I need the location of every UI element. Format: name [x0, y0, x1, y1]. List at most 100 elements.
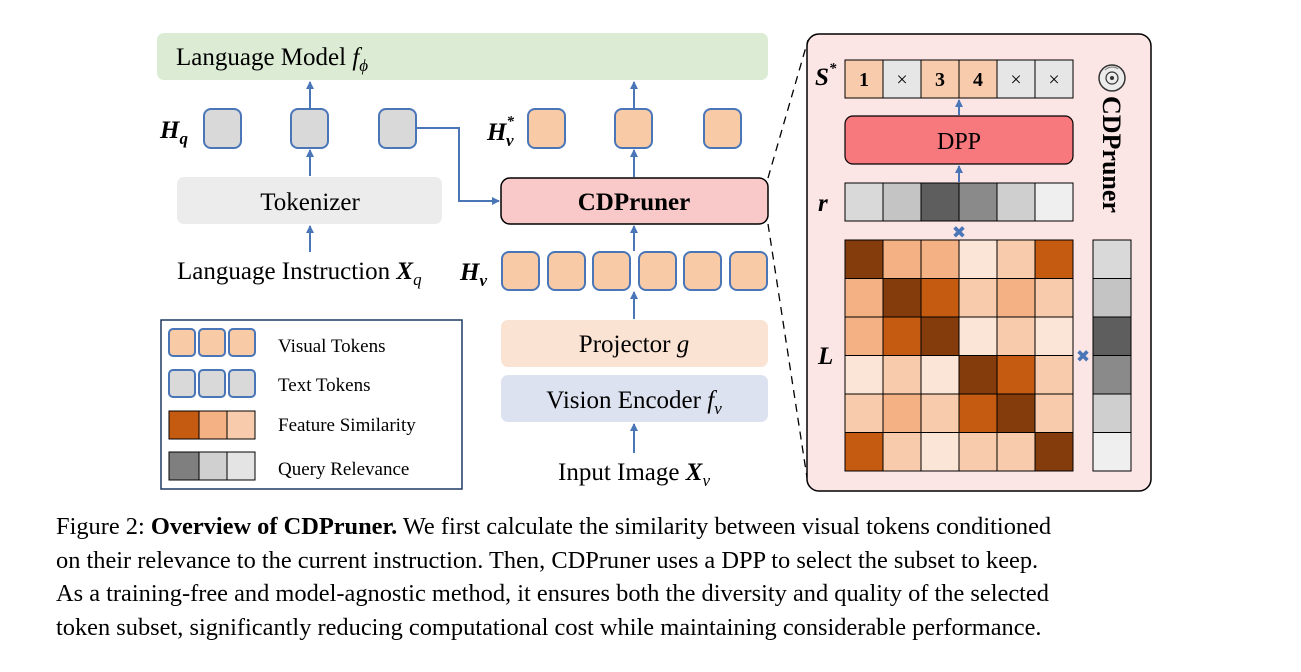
caption-line: Figure 2: Overview of CDPruner. We first… — [56, 510, 1256, 544]
legend-visual-tokens-swatch — [168, 328, 256, 357]
visual-token — [501, 251, 540, 291]
legend-text-tokens-label: Text Tokens — [278, 375, 371, 396]
dpp-label: DPP — [937, 129, 981, 155]
similarity-cell — [1034, 278, 1074, 318]
multiply-icon: ✖ — [952, 223, 966, 243]
similarity-cell — [996, 355, 1036, 395]
similarity-cell — [996, 393, 1036, 433]
caption-prefix: Figure 2: — [56, 513, 151, 540]
legend-feature-similarity-label: Feature Similarity — [278, 415, 416, 436]
cdpruner-diagram: Language Model fϕ Hq Tokenizer Language … — [157, 33, 1152, 492]
relevance-column-cell — [1092, 278, 1132, 318]
visual-token — [683, 251, 722, 291]
language-instruction-label: Language Instruction Xq — [177, 258, 422, 289]
h-v-star-label: H*v — [486, 114, 514, 150]
vision-encoder-box: Vision Encoder fv — [501, 375, 768, 422]
similarity-cell — [1034, 239, 1074, 279]
legend-feature-similarity-swatch — [168, 410, 256, 440]
visual-token — [614, 108, 653, 149]
relevance-cell — [1034, 182, 1074, 222]
similarity-cell — [882, 432, 922, 472]
relevance-column — [1092, 239, 1132, 472]
similarity-cell — [844, 278, 884, 318]
legend: Visual Tokens Text Tokens Feature Simila… — [160, 319, 463, 490]
tokenizer-box: Tokenizer — [177, 177, 442, 224]
language-model-symbol: f — [352, 44, 362, 71]
text-token-row — [203, 108, 417, 149]
visual-token-row — [501, 251, 768, 291]
visual-token — [729, 251, 768, 291]
similarity-cell — [844, 393, 884, 433]
selection-cell — [996, 59, 1036, 99]
h-v-label: Hv — [459, 259, 487, 290]
similarity-cell — [920, 432, 960, 472]
relevance-row — [844, 182, 1074, 222]
similarity-cell — [920, 355, 960, 395]
h-q-label: Hq — [159, 117, 188, 148]
r-label: r — [818, 190, 828, 217]
selection-cell — [882, 59, 922, 99]
selection-cell — [844, 59, 884, 99]
selection-cell-text: 3 — [935, 69, 945, 91]
caption-line: As a training-free and model-agnostic me… — [56, 580, 1049, 607]
disc-icon — [1098, 64, 1126, 92]
caption-title: Overview of CDPruner. — [150, 513, 398, 540]
s-star-label: S* — [815, 61, 837, 91]
similarity-cell — [1034, 355, 1074, 395]
relevance-cell — [882, 182, 922, 222]
similarity-cell — [996, 432, 1036, 472]
selection-row: 1 × 3 4 × × — [844, 59, 1074, 99]
text-token — [290, 108, 329, 149]
svg-text:Language Model fϕ: Language Model fϕ — [176, 44, 368, 75]
language-model-label: Language Model — [176, 44, 346, 71]
dpp-box: DPP — [844, 115, 1074, 165]
relevance-column-cell — [1092, 355, 1132, 395]
selection-cell — [920, 59, 960, 99]
selection-cell-text: × — [896, 69, 907, 91]
similarity-cell — [882, 278, 922, 318]
selection-cell — [1034, 59, 1074, 99]
similarity-cell — [844, 316, 884, 356]
cdpruner-box: CDPruner — [500, 177, 769, 225]
similarity-cell — [958, 432, 998, 472]
selection-cell — [958, 59, 998, 99]
caption-text: We first calculate the similarity betwee… — [397, 513, 1052, 540]
cdpruner-detail-panel: S* 1 × 3 4 × × CDPruner DPP — [806, 33, 1152, 492]
similarity-cell — [996, 316, 1036, 356]
relevance-cell — [844, 182, 884, 222]
relevance-cell — [958, 182, 998, 222]
relevance-cell — [920, 182, 960, 222]
similarity-cell — [920, 278, 960, 318]
projector-box: Projector g — [501, 320, 768, 367]
similarity-cell — [958, 355, 998, 395]
vision-encoder-label: Vision Encoder fv — [546, 387, 722, 418]
similarity-cell — [882, 355, 922, 395]
similarity-matrix — [844, 239, 1074, 472]
panel-title: CDPruner — [1097, 96, 1126, 213]
similarity-cell — [1034, 393, 1074, 433]
l-label: L — [817, 343, 833, 370]
similarity-cell — [844, 355, 884, 395]
similarity-cell — [882, 239, 922, 279]
figure-caption: Figure 2: Overview of CDPruner. We first… — [56, 510, 1256, 644]
relevance-column-cell — [1092, 239, 1132, 279]
multiply-icon: ✖ — [1076, 347, 1090, 367]
visual-token — [703, 108, 742, 149]
similarity-cell — [996, 278, 1036, 318]
visual-token — [638, 251, 677, 291]
zoom-lines — [767, 39, 809, 485]
similarity-cell — [882, 316, 922, 356]
text-token — [378, 108, 417, 149]
selection-cell-text: 1 — [859, 69, 869, 91]
similarity-cell — [920, 316, 960, 356]
similarity-cell — [1034, 316, 1074, 356]
language-model-subscript: ϕ — [359, 56, 368, 75]
projector-label: Projector g — [579, 331, 689, 358]
similarity-cell — [920, 393, 960, 433]
similarity-cell — [996, 239, 1036, 279]
similarity-cell — [1034, 432, 1074, 472]
similarity-cell — [844, 432, 884, 472]
legend-visual-tokens-label: Visual Tokens — [278, 336, 385, 357]
similarity-cell — [958, 278, 998, 318]
legend-text-tokens-swatch — [168, 369, 256, 398]
